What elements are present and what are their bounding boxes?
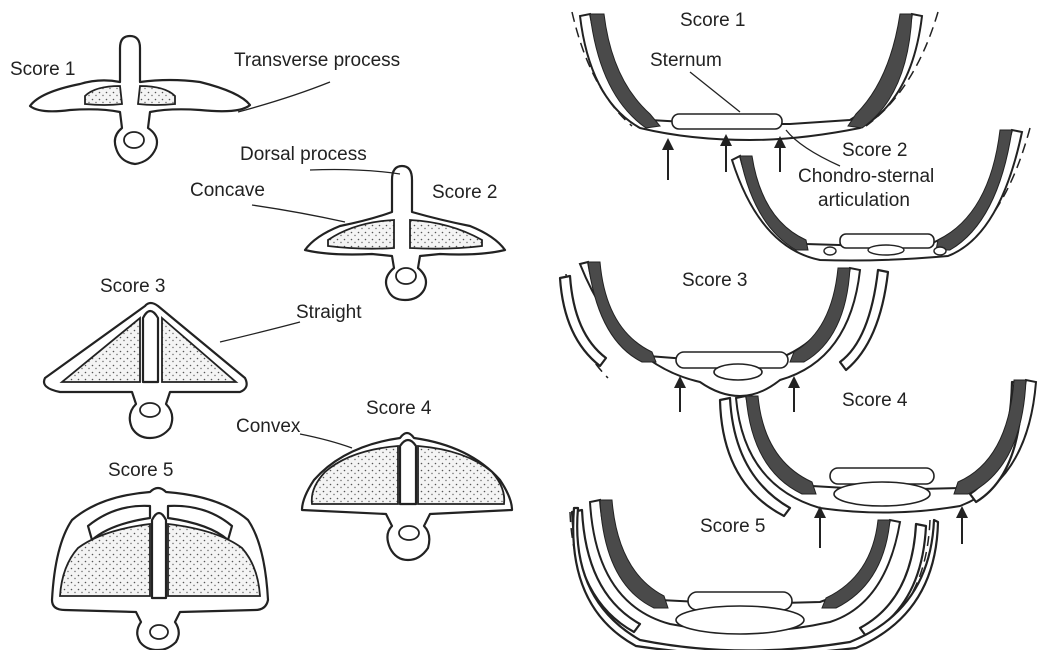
vertebra-score-3 bbox=[44, 303, 247, 438]
arrows-score-1 bbox=[662, 134, 786, 180]
left-score-1-label: Score 1 bbox=[10, 59, 75, 80]
right-score-5-label: Score 5 bbox=[700, 516, 765, 537]
left-score-5-label: Score 5 bbox=[108, 460, 173, 481]
convex-label: Convex bbox=[236, 416, 301, 437]
right-score-2-label: Score 2 bbox=[842, 140, 907, 161]
dorsal-process-label: Dorsal process bbox=[240, 144, 367, 165]
vertebra-score-5 bbox=[52, 488, 268, 650]
right-score-4-label: Score 4 bbox=[842, 390, 908, 411]
sternum-label: Sternum bbox=[650, 50, 722, 71]
transverse-process-label: Transverse process bbox=[234, 50, 400, 71]
vertebra-score-4 bbox=[302, 433, 512, 560]
vertebra-score-1 bbox=[30, 36, 250, 164]
left-score-2-label: Score 2 bbox=[432, 182, 497, 203]
chondro-sternal-label-line2: articulation bbox=[818, 190, 910, 211]
concave-label: Concave bbox=[190, 180, 265, 201]
left-score-4-label: Score 4 bbox=[366, 398, 432, 419]
sternum-score-1 bbox=[572, 12, 938, 140]
left-score-3-label: Score 3 bbox=[100, 276, 165, 297]
right-score-1-label: Score 1 bbox=[680, 10, 745, 31]
straight-label: Straight bbox=[296, 302, 362, 323]
right-score-3-label: Score 3 bbox=[682, 270, 747, 291]
chondro-sternal-label-line1: Chondro-sternal bbox=[798, 166, 934, 187]
